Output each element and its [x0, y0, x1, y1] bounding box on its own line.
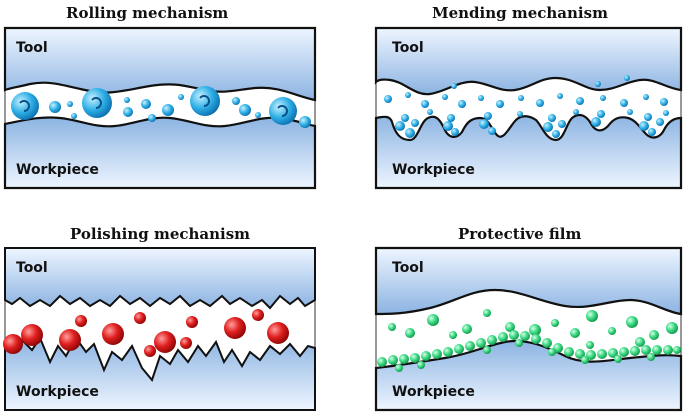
panel-title-rolling: Rolling mechanism — [66, 4, 229, 22]
tool-label: Tool — [16, 40, 48, 56]
red-particles — [3, 309, 289, 357]
panel-title-mending: Mending mechanism — [432, 4, 608, 22]
tool-label: Tool — [392, 260, 424, 276]
blue-particles — [11, 86, 311, 128]
tool-label: Tool — [392, 40, 424, 56]
green-particles — [377, 309, 681, 372]
workpiece-surface — [374, 113, 683, 190]
workpiece-label: Workpiece — [392, 162, 475, 178]
tool-surface — [374, 26, 683, 96]
tool-label: Tool — [16, 260, 48, 276]
workpiece-label: Workpiece — [16, 162, 99, 178]
panel-title-protective: Protective film — [458, 225, 582, 243]
blue-particles — [384, 75, 669, 138]
workpiece-surface — [4, 335, 316, 411]
panel-title-polishing: Polishing mechanism — [70, 225, 251, 243]
workpiece-label: Workpiece — [392, 384, 475, 400]
panel-polishing: Tool Workpiece — [3, 247, 316, 411]
panel-protective: Tool Workpiece — [374, 246, 683, 412]
panel-rolling: Tool Workpiece — [3, 26, 317, 190]
panel-mending: Tool Workpiece — [374, 26, 683, 190]
tool-surface — [3, 26, 317, 102]
tool-surface — [374, 246, 683, 316]
tool-surface — [4, 247, 316, 310]
workpiece-label: Workpiece — [16, 384, 99, 400]
